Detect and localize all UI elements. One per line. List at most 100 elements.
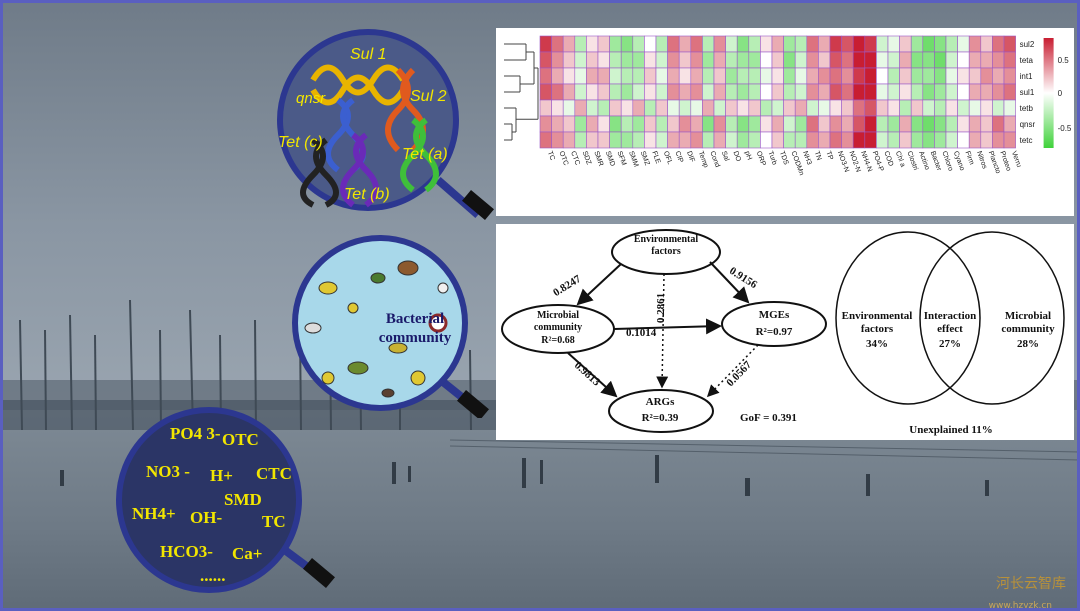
path-env-mge xyxy=(709,261,750,304)
heatmap-cell xyxy=(980,115,993,133)
heatmap-cell xyxy=(632,67,645,85)
heatmap-cell xyxy=(748,51,761,69)
heatmap-cell xyxy=(783,67,796,85)
heatmap-cell xyxy=(806,115,819,133)
watermark-url: www.hzyzk.cn xyxy=(988,601,1052,611)
heatmap-cell xyxy=(887,51,900,69)
heatmap-cell xyxy=(968,83,982,101)
heatmap-cell xyxy=(899,35,912,53)
venn-unexplained: Unexplained 11% xyxy=(909,424,993,436)
ion-smd: SMD xyxy=(224,490,262,509)
heatmap-cell xyxy=(667,131,680,149)
heatmap-cell xyxy=(597,131,610,149)
heatmap-cell xyxy=(841,51,854,69)
heatmap-cell xyxy=(968,99,982,117)
heatmap-cell xyxy=(690,115,703,133)
heatmap-cell xyxy=(876,35,889,53)
heatmap-cell xyxy=(644,51,657,69)
heatmap-cell xyxy=(678,35,692,53)
heatmap-cell xyxy=(725,99,738,117)
heatmap-cell xyxy=(783,131,796,149)
heatmap-cell xyxy=(957,67,970,85)
heatmap-cell xyxy=(934,35,947,53)
heatmap-col-label: FLE xyxy=(650,150,661,165)
heatmap-cell xyxy=(609,51,622,69)
heatmap-cell xyxy=(818,83,831,101)
heatmap-cell xyxy=(992,83,1005,101)
heatmap-cell xyxy=(690,67,703,85)
coef-mc-mge: 0.1014 xyxy=(626,327,657,339)
heatmap-cell xyxy=(841,99,854,117)
heatmap-cell xyxy=(852,51,866,69)
path-env-mc xyxy=(576,263,622,306)
heatmap-cell xyxy=(586,51,599,69)
heatmap-cell xyxy=(968,115,982,133)
heatmap-cell xyxy=(794,35,808,53)
heatmap-cell xyxy=(748,67,761,85)
heatmap-cell xyxy=(620,83,634,101)
heatmap-col-label: ORP xyxy=(755,150,767,167)
heatmap-cell xyxy=(678,51,692,69)
heatmap-cell xyxy=(702,35,715,53)
args-lens xyxy=(277,29,494,221)
heatmap-cell xyxy=(806,131,819,149)
heatmap-cell xyxy=(586,67,599,85)
heatmap-cell xyxy=(806,99,819,117)
heatmap-cell xyxy=(922,67,935,85)
label-teta: Tet (a) xyxy=(402,146,448,163)
heatmap-cell xyxy=(852,115,866,133)
heatmap-cell xyxy=(748,131,761,149)
microbial-label: Microbial community xyxy=(533,310,583,333)
heatmap-cell xyxy=(690,51,703,69)
heatmap-cell xyxy=(968,51,982,69)
heatmap-cell xyxy=(748,83,761,101)
heatmap-cell xyxy=(667,115,680,133)
heatmap-cell xyxy=(702,67,715,85)
heatmap-cell xyxy=(899,115,912,133)
heatmap-cell xyxy=(992,51,1005,69)
heatmap-cell xyxy=(771,35,784,53)
heatmap-legend-tick: 0 xyxy=(1058,89,1063,98)
heatmap-cell xyxy=(1003,99,1016,117)
heatmap-cell xyxy=(771,115,784,133)
heatmap-cell xyxy=(841,131,854,149)
heatmap-cell xyxy=(922,83,935,101)
heatmap-cell xyxy=(980,67,993,85)
path-diagram xyxy=(501,229,1065,433)
heatmap-col-label: Cond xyxy=(708,150,720,168)
heatmap-cell xyxy=(992,131,1005,149)
heatmap-cell xyxy=(655,99,668,117)
heatmap-cell xyxy=(725,35,738,53)
heatmap-cell xyxy=(539,67,552,85)
heatmap-cell xyxy=(957,83,970,101)
heatmap-cell xyxy=(945,115,958,133)
heatmap-cell xyxy=(644,131,657,149)
heatmap-cell xyxy=(852,83,866,101)
heatmap-col-label: OTC xyxy=(558,150,570,166)
heatmap-col-label: OFL xyxy=(662,150,673,165)
heatmap-cell xyxy=(783,99,796,117)
heatmap-cell xyxy=(783,115,796,133)
heatmap-cell xyxy=(829,51,842,69)
venn-left-label: Environmental factors xyxy=(841,310,913,335)
label-sul2: Sul 2 xyxy=(410,88,447,105)
heatmap-col-label: SMR xyxy=(592,150,604,167)
env-factors-label: Environmental factors xyxy=(633,234,699,257)
heatmap-cell xyxy=(957,51,970,69)
heatmap-col-label: TN xyxy=(813,150,823,161)
heatmap-cell xyxy=(562,83,576,101)
heatmap-cell xyxy=(945,67,958,85)
heatmap-cell xyxy=(586,115,599,133)
heatmap-cell xyxy=(713,131,726,149)
heatmap-row-label: sul1 xyxy=(1020,88,1035,97)
heatmap-col-label: TC xyxy=(546,150,556,161)
venn-left-circle xyxy=(835,231,981,405)
heatmap-cell xyxy=(539,99,552,117)
heatmap-cell xyxy=(620,67,634,85)
heatmap-cell xyxy=(945,131,958,149)
heatmap-cell xyxy=(562,115,576,133)
heatmap-col-label: SMD xyxy=(604,150,616,167)
heatmap-cell xyxy=(725,115,738,133)
args-label: ARGs xyxy=(645,396,675,408)
heatmap-cell xyxy=(945,51,958,69)
